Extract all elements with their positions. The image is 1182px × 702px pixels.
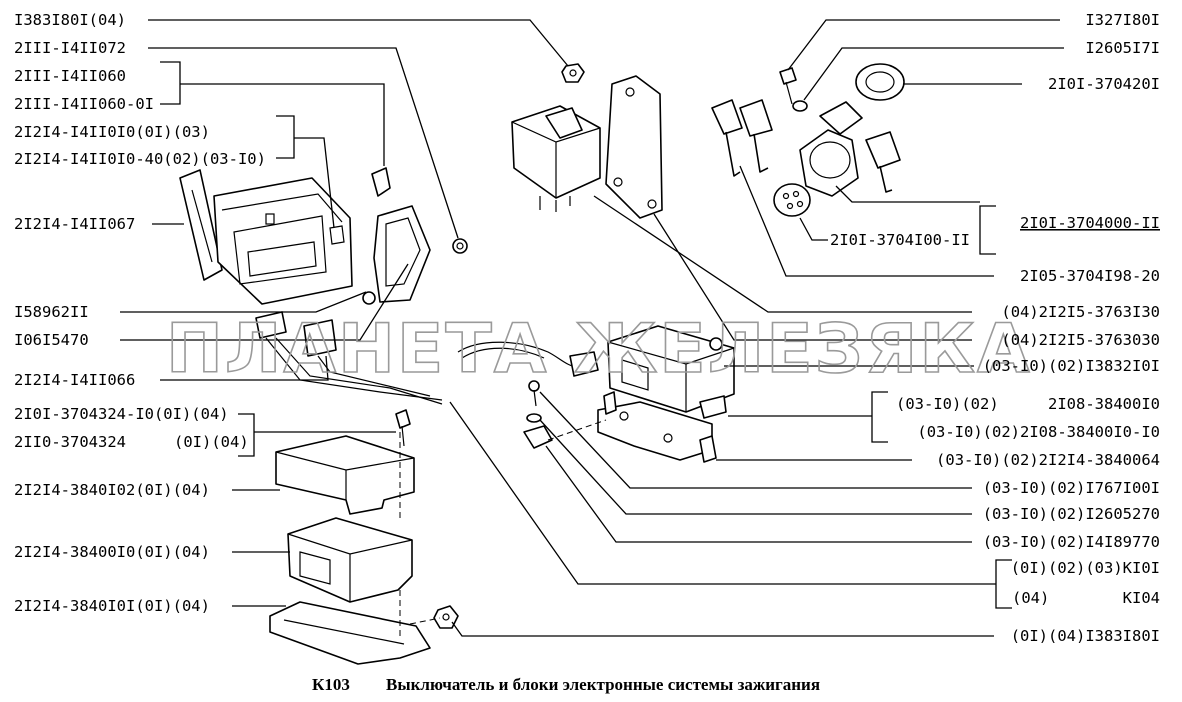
lower-module-stack [269,409,459,665]
mounting-bracket [605,75,663,219]
label-21214-14110066: 2I2I4-I4II066 [14,371,135,389]
ignition-module-assembly [179,167,468,405]
label-03-21214-3840064: (03-I0)(02)2I2I4-3840064 [936,451,1160,469]
caption-title: Выключатель и блоки электронные системы … [386,675,820,694]
label-03-12605270: (03-I0)(02)I2605270 [983,505,1160,523]
label-21214-3840102: 2I2I4-3840I02(0I)(04) [14,481,210,499]
label-1260517: I2605I7I [1085,39,1160,57]
label-21214-14110010: 2I2I4-I4II0I0(0I)(03) [14,123,210,141]
relay-block [511,105,601,212]
label-04-21215-3763030: (04)2I2I5-3763030 [1001,331,1160,349]
label-04-21215-3763130: (04)2I2I5-3763I30 [1001,303,1160,321]
label-21214-3840101: 2I2I4-3840I0I(0I)(04) [14,597,210,615]
leader-lines [120,19,1064,637]
label-2111-14110060: 2III-I4II060 [14,67,126,85]
label-03-14189770: (03-I0)(02)I4I89770 [983,533,1160,551]
label-2101-3704201: 2I0I-370420I [1048,75,1160,93]
label-2110-3704324-suffix: (0I)(04) [174,433,249,451]
center-mounting-plate [597,391,717,463]
label-k104: КI04 [1123,589,1160,607]
label-21214-14110010-40: 2I2I4-I4II0I0-40(02)(03-I0) [14,150,266,168]
label-21214-3840010: 2I2I4-38400I0(0I)(04) [14,543,210,561]
label-2111-14110060-01: 2III-I4II060-0I [14,95,154,113]
label-k101: (0I)(02)(03)КI0I [1011,559,1160,577]
label-01-04-13831801: (0I)(04)I383I80I [1011,627,1160,645]
label-2101-3704324-10: 2I0I-3704324-I0(0I)(04) [14,405,229,423]
ignition-switch-assembly [711,63,905,217]
label-15896211: I58962II [14,303,89,321]
small-fasteners [523,380,607,449]
label-03-02-a: (03-I0)(02) [896,395,999,413]
right-labels: I327I80I I2605I7I 2I0I-370420I 2I0I-3704… [830,11,1160,645]
control-module-center [457,325,735,419]
label-2110-3704324: 2II0-3704324 [14,433,126,451]
caption-code: К103 [312,675,350,694]
left-labels: I383I80I(04) 2III-I4II072 2III-I4II060 2… [14,11,266,615]
label-2101-3704000-11: 2I0I-3704000-II [1020,214,1160,232]
label-2101-3704100-11: 2I0I-3704I00-II [830,231,970,249]
label-10615470: I06I5470 [14,331,89,349]
label-2111-14110072: 2III-I4II072 [14,39,126,57]
label-1383180-04: I383I80I(04) [14,11,126,29]
label-2108-3840010: 2I08-38400I0 [1048,395,1160,413]
nut-top [561,63,585,83]
label-21214-14110067: 2I2I4-I4II067 [14,215,135,233]
label-2105-3704198-20: 2I05-3704I98-20 [1020,267,1160,285]
watermark-text: ПЛАНЕТА ЖЕЛЕЗЯКА [166,310,1032,389]
label-03-1767100: (03-I0)(02)I767I00I [983,479,1160,497]
label-03-13832101: (03-I0)(02)I3832I0I [983,357,1160,375]
label-03-02-2108-3840010-10: (03-I0)(02)2I08-38400I0-I0 [917,423,1160,441]
label-04: (04) [1012,589,1049,607]
label-1327180: I327I80I [1085,11,1160,29]
